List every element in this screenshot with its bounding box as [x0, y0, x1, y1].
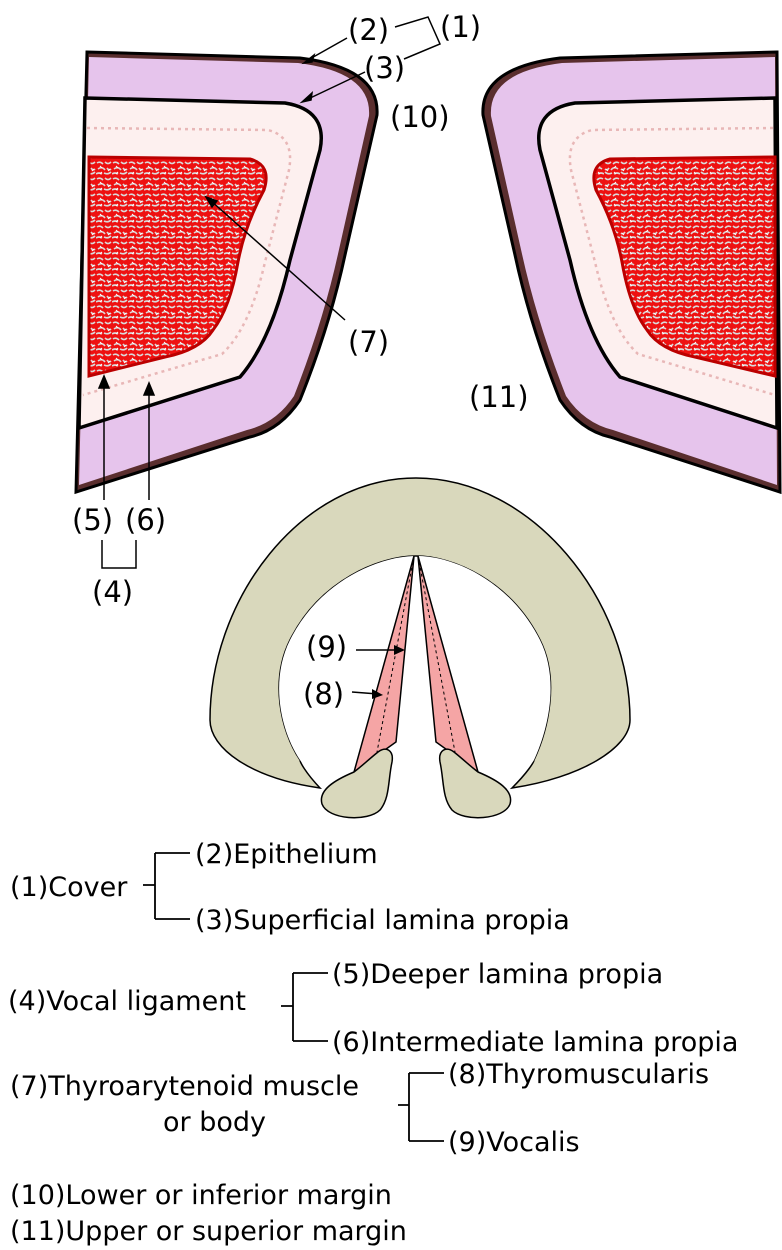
label-7: (7) [348, 325, 389, 359]
label-9: (9) [306, 630, 347, 664]
thyroid-cartilage [210, 478, 630, 788]
legend-deeper-lamina: (5)Deeper lamina propia [332, 959, 663, 990]
legend-thyromuscularis: (8)Thyromuscularis [448, 1059, 709, 1090]
label-6: (6) [125, 503, 166, 537]
label-1: (1) [440, 10, 481, 44]
legend-epithelium: (2)Epithelium [195, 839, 378, 870]
legend-muscle-group: (7)Thyroarytenoid muscle or body (8)Thyr… [10, 1059, 709, 1158]
legend: (1)Cover (2)Epithelium (3)Superficial la… [8, 839, 738, 1247]
legend-vocalis: (9)Vocalis [448, 1127, 580, 1158]
right-fold-section [483, 52, 780, 492]
label-5: (5) [72, 503, 113, 537]
legend-cover: (1)Cover [10, 872, 128, 903]
legend-superficial-lamina: (3)Superficial lamina propia [195, 905, 570, 936]
label-8: (8) [303, 677, 344, 711]
left-fold-section [76, 52, 377, 492]
legend-vocal-ligament-group: (4)Vocal ligament (5)Deeper lamina propi… [8, 959, 738, 1058]
legend-cover-group: (1)Cover (2)Epithelium (3)Superficial la… [10, 839, 570, 936]
label-2: (2) [348, 13, 389, 47]
label-4: (4) [92, 575, 133, 609]
legend-or-body: or body [163, 1107, 266, 1138]
label-10: (10) [390, 100, 450, 134]
legend-intermediate-lamina: (6)Intermediate lamina propia [332, 1027, 738, 1058]
label-11: (11) [469, 380, 529, 414]
legend-upper-margin: (11)Upper or superior margin [10, 1216, 407, 1247]
legend-vocal-ligament: (4)Vocal ligament [8, 986, 246, 1017]
legend-thyroarytenoid: (7)Thyroarytenoid muscle [10, 1071, 359, 1102]
larynx-top-view: (9) (8) [210, 478, 630, 818]
label-3: (3) [364, 51, 405, 85]
legend-lower-margin: (10)Lower or inferior margin [10, 1180, 392, 1211]
